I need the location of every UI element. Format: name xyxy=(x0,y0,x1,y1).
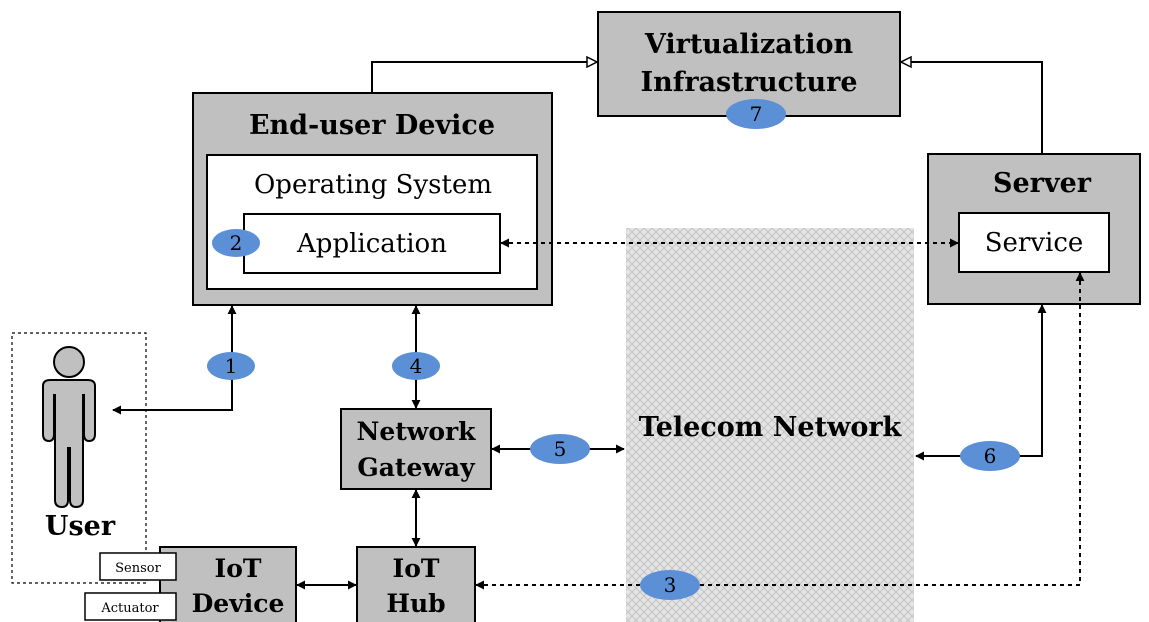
connector-user-device xyxy=(112,305,237,415)
connector-telecom-server xyxy=(915,304,1047,461)
badge-4-label: 4 xyxy=(410,354,423,378)
badge-5-label: 5 xyxy=(554,437,567,461)
network-gateway-label-1: Network xyxy=(357,417,477,446)
application-box xyxy=(243,213,501,274)
iot-hub-label-1: IoT xyxy=(393,554,440,583)
user-label: User xyxy=(45,511,116,542)
badge-3-label: 3 xyxy=(664,573,677,597)
badge-4: 4 xyxy=(392,352,440,380)
connector-device-virtualization xyxy=(371,62,597,93)
end-user-device-label: End-user Device xyxy=(249,110,495,141)
iot-device-label-1: IoT xyxy=(215,554,262,583)
network-gateway-label-2: Gateway xyxy=(357,453,476,482)
badge-2-label: 2 xyxy=(230,231,243,255)
virtualization-label-1: Virtualization xyxy=(644,29,854,60)
badge-7-label: 7 xyxy=(750,102,763,126)
badge-1: 1 xyxy=(207,352,255,380)
actuator-label: Actuator xyxy=(100,601,159,616)
badge-7: 7 xyxy=(726,99,786,129)
iot-device-label-2: Device xyxy=(192,589,285,618)
user-region xyxy=(11,332,147,584)
telecom-network-label: Telecom Network xyxy=(639,412,903,443)
service-label: Service xyxy=(985,228,1084,258)
sensor-box xyxy=(99,552,177,581)
actuator-box xyxy=(84,592,177,621)
badge-3: 3 xyxy=(640,570,700,600)
operating-system-label: Operating System xyxy=(254,170,492,200)
user-icon xyxy=(42,346,96,509)
badge-5: 5 xyxy=(530,434,590,464)
server-label: Server xyxy=(993,168,1092,199)
badge-6-label: 6 xyxy=(984,444,997,468)
connector-server-virtualization xyxy=(901,62,1043,154)
iot-hub-label-2: Hub xyxy=(386,589,445,618)
virtualization-box xyxy=(597,11,901,117)
iot-hub-box xyxy=(356,546,476,622)
virtualization-label-2: Infrastructure xyxy=(640,67,857,98)
application-label: Application xyxy=(296,229,447,259)
network-gateway-box xyxy=(340,408,492,490)
badge-1-label: 1 xyxy=(225,354,238,378)
iot-device-box xyxy=(159,546,297,622)
sensor-label: Sensor xyxy=(115,561,161,576)
badge-2: 2 xyxy=(212,229,260,257)
badge-6: 6 xyxy=(960,441,1020,471)
service-box xyxy=(958,212,1110,273)
